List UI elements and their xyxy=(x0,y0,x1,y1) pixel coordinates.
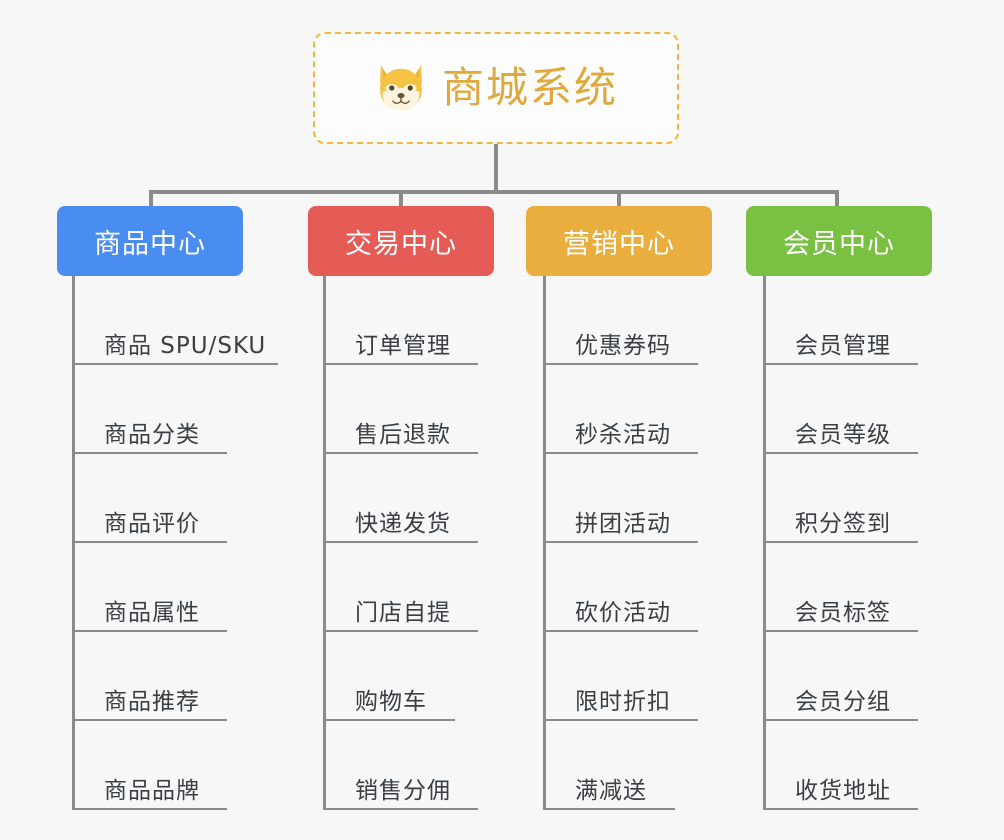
leaf-label: 收货地址 xyxy=(795,777,891,804)
leaf-item[interactable]: 会员等级 xyxy=(763,365,918,454)
category-header-trade-center[interactable]: 交易中心 xyxy=(308,206,494,276)
connector-drop-trade-center xyxy=(399,190,403,206)
leaf-label: 商品 SPU/SKU xyxy=(104,332,267,359)
leaf-label: 优惠券码 xyxy=(575,332,671,359)
leaf-label: 砍价活动 xyxy=(575,599,671,626)
leaf-item[interactable]: 商品分类 xyxy=(72,365,227,454)
leaf-item[interactable]: 门店自提 xyxy=(323,543,478,632)
root-node-shop-system[interactable]: 商城系统 xyxy=(313,32,679,144)
leaf-item[interactable]: 砍价活动 xyxy=(543,543,698,632)
leaf-label: 商品评价 xyxy=(104,510,200,537)
leaf-label: 售后退款 xyxy=(355,421,451,448)
category-title: 交易中心 xyxy=(345,228,457,260)
leaf-item[interactable]: 会员管理 xyxy=(763,276,918,365)
connector-root-stem xyxy=(494,144,498,192)
leaf-label: 购物车 xyxy=(355,688,427,715)
shiba-dog-face-icon xyxy=(374,62,428,114)
leaf-label: 商品分类 xyxy=(104,421,200,448)
leaf-label: 商品品牌 xyxy=(104,777,200,804)
leaf-label: 秒杀活动 xyxy=(575,421,671,448)
leaf-item[interactable]: 快递发货 xyxy=(323,454,478,543)
leaf-item[interactable]: 商品推荐 xyxy=(72,632,227,721)
leaf-item[interactable]: 购物车 xyxy=(323,632,455,721)
leaf-item[interactable]: 拼团活动 xyxy=(543,454,698,543)
leaf-item[interactable]: 商品品牌 xyxy=(72,721,227,810)
leaf-label: 会员标签 xyxy=(795,599,891,626)
leaf-item[interactable]: 秒杀活动 xyxy=(543,365,698,454)
leaf-label: 快递发货 xyxy=(355,510,451,537)
leaf-item[interactable]: 会员标签 xyxy=(763,543,918,632)
leaf-item[interactable]: 限时折扣 xyxy=(543,632,698,721)
category-title: 营销中心 xyxy=(563,228,675,260)
leaf-item[interactable]: 商品评价 xyxy=(72,454,227,543)
leaf-item[interactable]: 商品属性 xyxy=(72,543,227,632)
root-node-title: 商城系统 xyxy=(441,63,618,112)
category-header-member-center[interactable]: 会员中心 xyxy=(746,206,932,276)
connector-drop-marketing-center xyxy=(617,190,621,206)
leaf-label: 积分签到 xyxy=(795,510,891,537)
leaf-item[interactable]: 商品 SPU/SKU xyxy=(72,276,278,365)
leaf-label: 会员管理 xyxy=(795,332,891,359)
leaf-item[interactable]: 积分签到 xyxy=(763,454,918,543)
connector-drop-product-center xyxy=(149,190,153,206)
leaf-item[interactable]: 收货地址 xyxy=(763,721,918,810)
leaf-label: 满减送 xyxy=(575,777,647,804)
leaf-item[interactable]: 售后退款 xyxy=(323,365,478,454)
category-title: 商品中心 xyxy=(94,228,206,260)
connector-drop-member-center xyxy=(835,190,839,206)
category-header-marketing-center[interactable]: 营销中心 xyxy=(526,206,712,276)
leaf-label: 商品属性 xyxy=(104,599,200,626)
leaf-item[interactable]: 会员分组 xyxy=(763,632,918,721)
leaf-item[interactable]: 订单管理 xyxy=(323,276,478,365)
leaf-label: 订单管理 xyxy=(355,332,451,359)
category-header-product-center[interactable]: 商品中心 xyxy=(57,206,243,276)
leaf-label: 商品推荐 xyxy=(104,688,200,715)
category-title: 会员中心 xyxy=(783,228,895,260)
leaf-item[interactable]: 销售分佣 xyxy=(323,721,478,810)
leaf-item[interactable]: 满减送 xyxy=(543,721,675,810)
leaf-item[interactable]: 优惠券码 xyxy=(543,276,698,365)
leaf-label: 销售分佣 xyxy=(355,777,451,804)
leaf-label: 门店自提 xyxy=(355,599,451,626)
leaf-label: 限时折扣 xyxy=(575,688,671,715)
leaf-label: 会员等级 xyxy=(795,421,891,448)
leaf-label: 拼团活动 xyxy=(575,510,671,537)
connector-horizontal-bus xyxy=(150,190,838,194)
leaf-label: 会员分组 xyxy=(795,688,891,715)
